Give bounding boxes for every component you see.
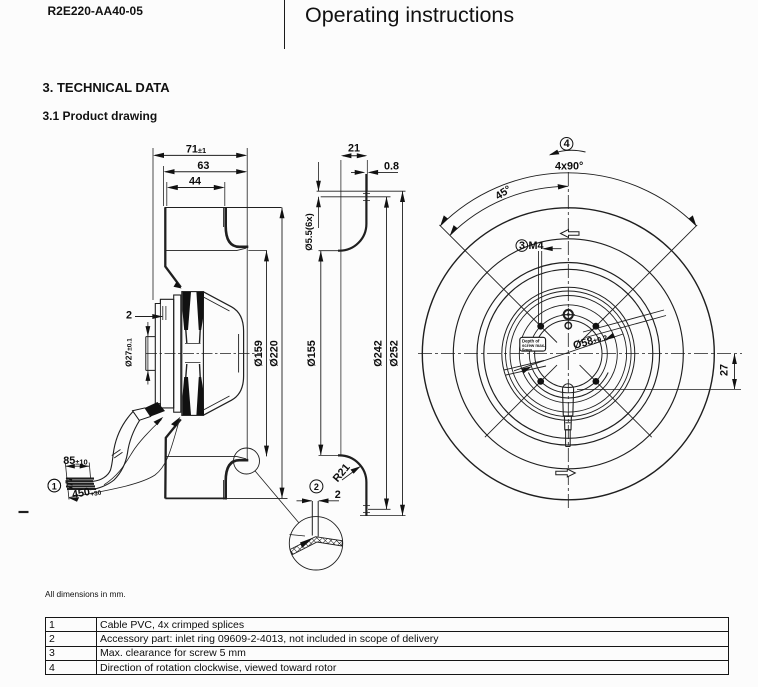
svg-text:5mm: 5mm (522, 347, 532, 352)
svg-text:M4: M4 (529, 240, 544, 252)
svg-text:Ø242: Ø242 (373, 340, 385, 366)
svg-text:Depth of: Depth of (522, 338, 540, 343)
svg-text:0.8: 0.8 (384, 161, 399, 173)
svg-text:Ø58±0.2: Ø58±0.2 (572, 331, 609, 352)
svg-text:2: 2 (335, 489, 341, 501)
svg-text:Ø220: Ø220 (269, 340, 281, 366)
svg-text:screw max.: screw max. (522, 343, 545, 348)
svg-text:21: 21 (348, 143, 360, 155)
svg-text:63: 63 (197, 160, 209, 172)
svg-text:3: 3 (519, 240, 525, 252)
svg-text:Ø155: Ø155 (306, 340, 318, 366)
svg-text:R21: R21 (331, 462, 353, 485)
svg-text:Ø159: Ø159 (253, 340, 265, 366)
svg-text:1: 1 (52, 481, 57, 491)
svg-text:71±1: 71±1 (186, 144, 206, 156)
svg-text:4x90°: 4x90° (555, 161, 583, 173)
svg-text:45°: 45° (493, 184, 513, 203)
svg-text:2: 2 (126, 310, 132, 322)
svg-text:2: 2 (314, 482, 319, 492)
svg-text:44: 44 (189, 176, 201, 188)
svg-text:Ø5.5(6x): Ø5.5(6x) (304, 213, 315, 251)
svg-text:Ø27±0.1: Ø27±0.1 (124, 338, 134, 367)
svg-text:4: 4 (564, 138, 570, 150)
svg-text:85±10: 85±10 (63, 455, 87, 467)
svg-text:27: 27 (719, 364, 731, 376)
svg-text:Ø252: Ø252 (389, 340, 401, 366)
